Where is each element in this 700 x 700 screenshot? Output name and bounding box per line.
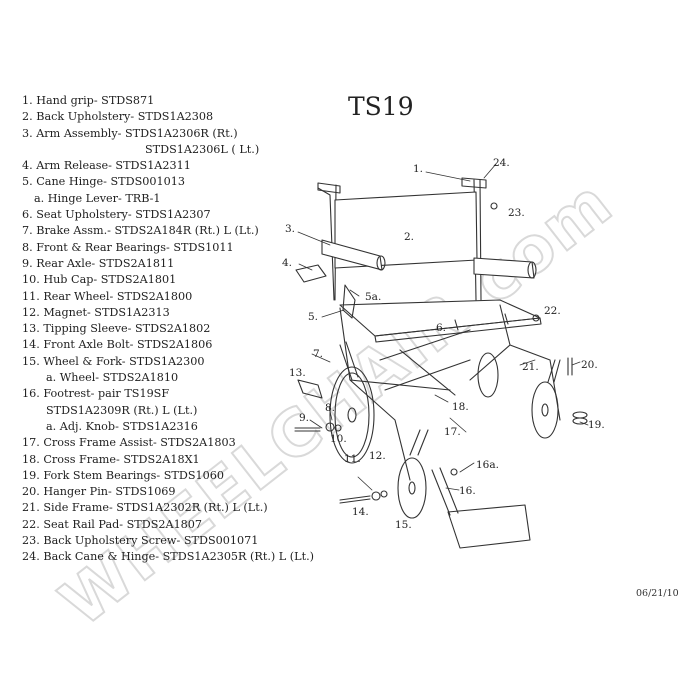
part-item: 9. Rear Axle- STDS2A1811 [22,256,175,270]
part-item: 8. Front & Rear Bearings- STDS1011 [22,240,234,254]
cross-frame [379,329,471,396]
part-item: 15. Wheel & Fork- STDS1A2300 [22,354,205,368]
part-item: 21. Side Frame- STDS1A2302R (Rt.) L (Lt.… [22,501,268,515]
part-item: 1. Hand grip- STDS871 [22,94,155,107]
callout-label: 21. [522,361,539,373]
footrest [431,467,531,549]
hand-grip-right [461,177,487,189]
callout-label: 10. [330,433,347,445]
brake-assembly [339,341,359,381]
part-item: 3. Arm Assembly- STDS1A2306R (Rt.) [22,126,238,140]
part-item: 14. Front Axle Bolt- STDS2A1806 [22,338,213,352]
rear-wheel [329,366,375,464]
armrest-right [473,257,535,279]
part-item: a. Wheel- STDS2A1810 [46,371,179,385]
part-item: 6. Seat Upholstery- STDS1A2307 [22,208,211,222]
callout-labels: 1. 2. 3. 4. 5. 5a. 6. 7. 8. 9. 10. 11. 1… [282,157,605,531]
callout-label: 15. [395,519,412,531]
part-item: STDS1A2306L ( Lt.) [145,142,260,156]
callout-label: 4. [282,257,292,269]
part-item: 5. Cane Hinge- STDS001013 [22,175,185,189]
callout-label: 7. [313,348,323,360]
front-wheel-left [397,457,427,519]
rear-axle [294,427,321,432]
part-item: a. Adj. Knob- STDS1A2316 [46,419,198,433]
callout-label: 2. [404,231,414,243]
hand-grip-left [317,182,341,194]
model-title: TS19 [348,92,414,121]
part-item: 23. Back Upholstery Screw- STDS001071 [22,534,259,548]
callout-label: 16. [459,485,476,497]
callout-label: 6. [436,322,446,334]
part-item: 24. Back Cane & Hinge- STDS1A2305R (Rt.)… [22,550,314,564]
front-axle-bolt [339,495,371,504]
callout-label: 16a. [476,459,499,471]
callout-label: 9. [299,412,309,424]
callout-label: 22. [544,305,561,317]
callout-label: 17. [444,426,461,438]
arm-release [295,264,327,283]
side-frame-right [469,304,561,421]
seat-rail-pad [532,314,540,322]
callout-label: 8. [325,402,335,414]
part-item: 17. Cross Frame Assist- STDS2A1803 [22,436,236,450]
part-item: 22. Seat Rail Pad- STDS2A1807 [22,517,203,531]
part-item: 2. Back Upholstery- STDS1A2308 [22,110,214,124]
part-item: 4. Arm Release- STDS1A2311 [22,159,191,173]
part-item: 16. Footrest- pair TS19SF [22,387,170,401]
revision-date: 06/21/10 [636,588,679,599]
part-item: a. Hinge Lever- TRB-1 [34,191,161,205]
part-item: 10. Hub Cap- STDS2A1801 [22,273,177,287]
part-item: 13. Tipping Sleeve- STDS2A1802 [22,322,211,336]
callout-label: 5a. [365,291,381,303]
part-item: 12. Magnet- STDS1A2313 [22,305,170,319]
parts-list: 1. Hand grip- STDS871 2. Back Upholstery… [22,93,314,566]
callout-label: 3. [285,223,295,235]
part-item: 7. Brake Assm.- STDS2A184R (Rt.) L (Lt.) [22,224,259,238]
callout-label: 24. [493,157,510,169]
tipping-sleeve [297,379,323,399]
part-item: 11. Rear Wheel- STDS2A1800 [22,289,193,303]
part-item: 19. Fork Stem Bearings- STDS1060 [22,468,224,482]
callout-label: 12. [369,450,386,462]
back-upholstery-screw [490,202,498,210]
callout-label: 20. [581,359,598,371]
callout-label: 5. [308,311,318,323]
callout-label: 14. [352,506,369,518]
callout-label: 18. [452,401,469,413]
callout-label: 23. [508,207,525,219]
part-item: 20. Hanger Pin- STDS1069 [22,485,176,499]
callout-label: 1. [413,163,423,175]
callout-label: 19. [588,419,605,431]
part-item: STDS1A2309R (Rt.) L (Lt.) [46,403,198,417]
callout-label: 13. [289,367,306,379]
callout-label: 11. [344,453,361,465]
front-wheel-right [531,381,559,439]
part-item: 18. Cross Frame- STDS2A18X1 [22,452,200,466]
